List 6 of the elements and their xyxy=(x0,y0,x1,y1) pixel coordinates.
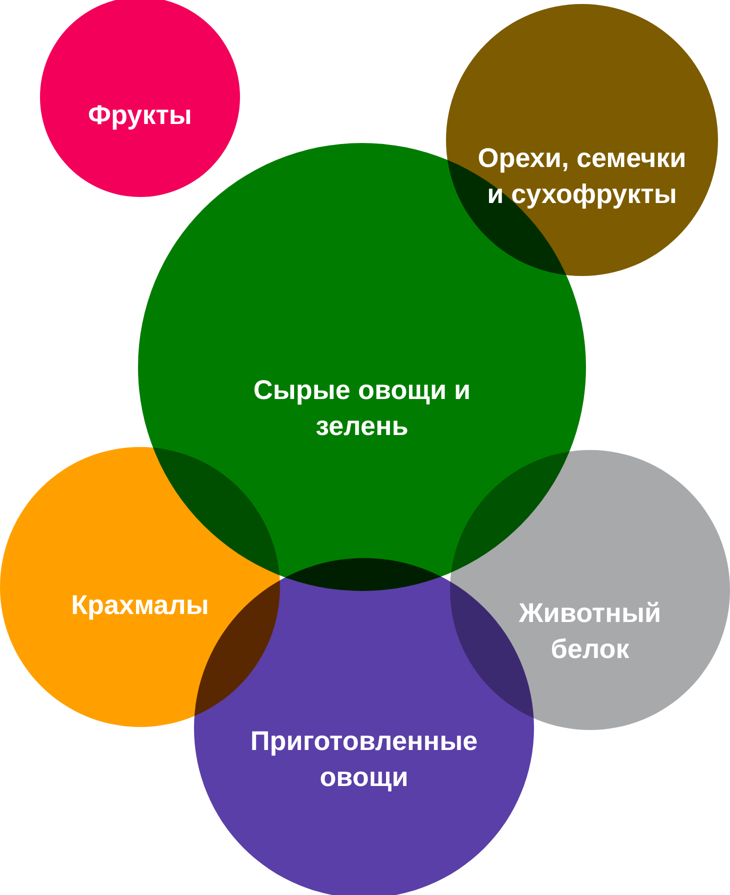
category-label: Сырые овощи и зелень xyxy=(252,374,472,443)
category-label: Приготовленные овощи xyxy=(249,725,479,794)
category-label: Орехи, семечки и сухофрукты xyxy=(476,142,688,211)
category-label: Крахмалы xyxy=(70,589,210,622)
category-label: Животный белок xyxy=(518,597,662,666)
category-label: Фрукты xyxy=(87,99,193,132)
